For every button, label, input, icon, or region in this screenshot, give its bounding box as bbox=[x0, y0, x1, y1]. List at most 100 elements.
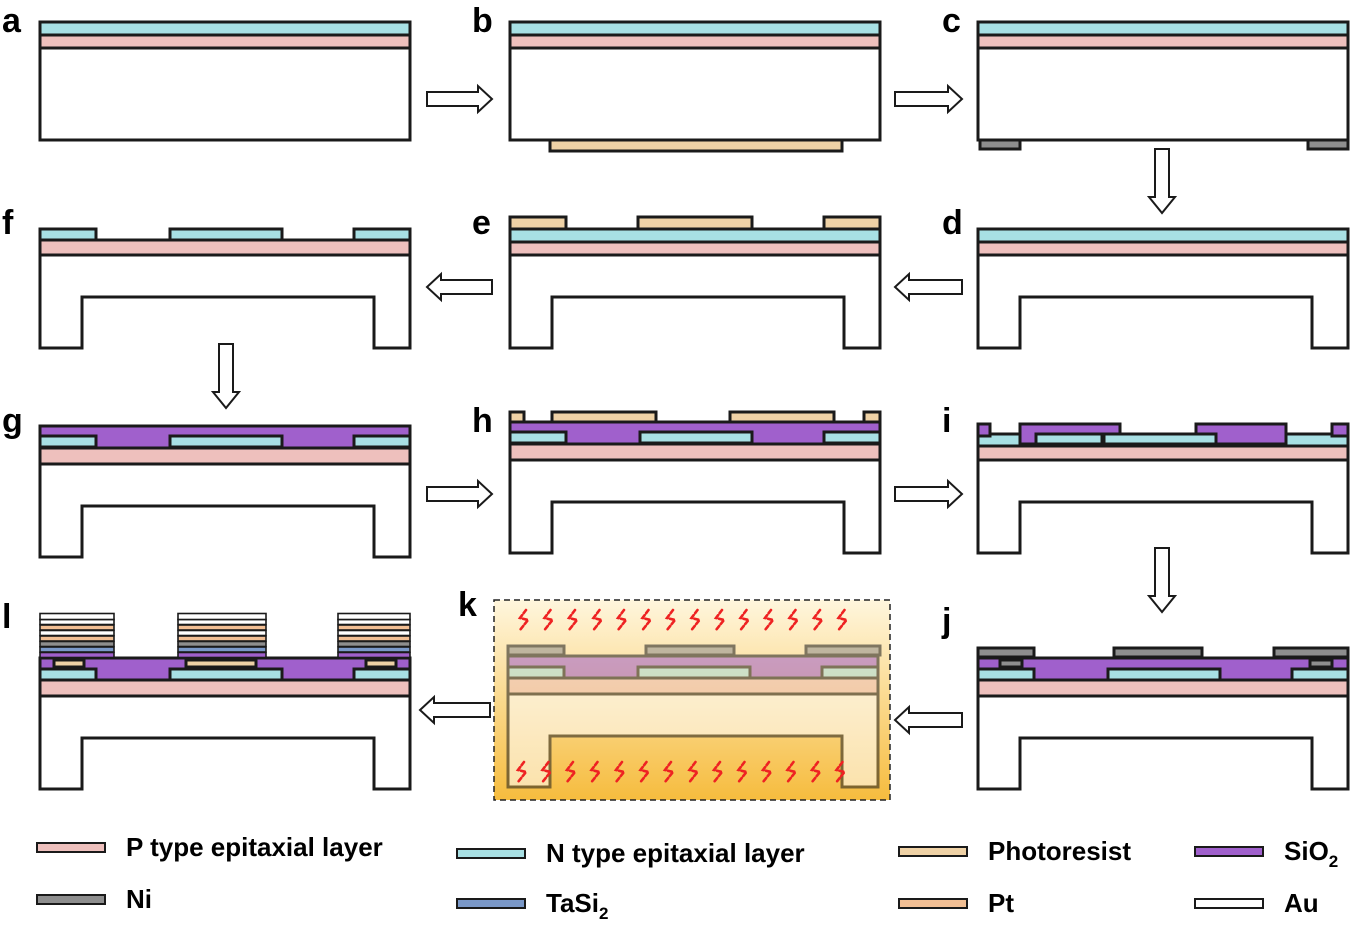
n-type-mesa bbox=[1106, 667, 1222, 682]
p-type-layer bbox=[976, 33, 1350, 50]
p-type-layer bbox=[506, 676, 880, 696]
arrow-d-to-e bbox=[893, 271, 963, 303]
p-type-layer bbox=[38, 238, 412, 257]
panel-d-cross-section bbox=[976, 227, 1350, 350]
heat-wave-bottom bbox=[785, 760, 798, 784]
pt-underlayer bbox=[52, 658, 86, 669]
panel-label-l: l bbox=[2, 598, 12, 636]
panel-f-cross-section bbox=[38, 227, 412, 350]
arrow-i-to-j bbox=[1146, 547, 1178, 614]
legend-swatch-ni bbox=[36, 894, 106, 905]
legend-n-type: N type epitaxial layer bbox=[456, 838, 805, 869]
legend-sio2: SiO2 bbox=[1194, 836, 1338, 871]
legend-label-ni: Ni bbox=[126, 884, 152, 914]
panel-b-cross-section bbox=[508, 20, 882, 153]
panel-label-f: f bbox=[2, 204, 14, 242]
photoresist-layer bbox=[548, 138, 844, 153]
p-type-layer bbox=[38, 678, 412, 698]
panel-label-d: d bbox=[942, 204, 963, 242]
photoresist-pad bbox=[822, 215, 882, 231]
legend-swatch-pt bbox=[898, 898, 968, 909]
legend-swatch-tasi2 bbox=[456, 898, 526, 909]
legend-ni: Ni bbox=[36, 884, 152, 915]
metal-stack-right-cap bbox=[337, 612, 411, 621]
arrow-e-to-f bbox=[425, 271, 493, 303]
panel-label-c: c bbox=[942, 2, 961, 40]
p-type-layer bbox=[976, 240, 1350, 257]
ni-contact bbox=[1272, 646, 1350, 659]
n-type-mesa bbox=[638, 430, 754, 445]
metal-stack-right-layer-4 bbox=[337, 629, 411, 637]
n-type-mesa bbox=[38, 227, 98, 242]
panel-label-h: h bbox=[472, 402, 493, 440]
panel-k-annealing bbox=[493, 599, 891, 801]
metal-stack-center-layer-0 bbox=[177, 651, 267, 659]
n-type-layer bbox=[38, 20, 412, 37]
heat-wave-top bbox=[836, 608, 849, 632]
etched-substrate bbox=[508, 253, 882, 350]
substrate bbox=[976, 46, 1350, 142]
legend-tasi2: TaSi2 bbox=[456, 888, 609, 923]
metal-stack-left-layer-4 bbox=[39, 629, 115, 637]
ni-contact bbox=[506, 644, 566, 657]
n-type-mesa bbox=[168, 434, 284, 449]
n-type-mesa bbox=[38, 434, 98, 449]
panel-a-cross-section bbox=[38, 20, 412, 142]
substrate bbox=[38, 46, 412, 142]
arrow-g-to-h bbox=[426, 478, 494, 510]
ni-contact-step bbox=[998, 658, 1024, 669]
n-type-mesa bbox=[822, 430, 882, 445]
legend-p-type: P type epitaxial layer bbox=[36, 832, 383, 863]
heat-wave-bottom bbox=[809, 760, 823, 784]
ni-contact-step bbox=[1308, 658, 1334, 669]
panel-h-cross-section bbox=[508, 410, 882, 555]
n-type-mesa bbox=[38, 667, 98, 682]
heat-wave-bottom bbox=[540, 760, 553, 784]
heat-wave-bottom bbox=[760, 760, 774, 784]
panel-e-cross-section bbox=[508, 215, 882, 350]
etched-substrate bbox=[508, 458, 882, 555]
n-type-mesa bbox=[508, 430, 568, 445]
legend-swatch-p-type bbox=[36, 842, 106, 853]
panel-l-cross-section bbox=[38, 612, 412, 791]
n-type-mesa bbox=[976, 667, 1036, 682]
n-type-window bbox=[1034, 432, 1104, 446]
ni-mask-right bbox=[1306, 138, 1350, 151]
photoresist-pad bbox=[508, 410, 526, 424]
n-type-layer bbox=[508, 227, 882, 244]
etched-substrate bbox=[38, 462, 412, 559]
panel-j-cross-section bbox=[976, 646, 1350, 791]
legend-label-pt: Pt bbox=[988, 888, 1014, 918]
metal-stack-center-layer-2 bbox=[177, 640, 267, 648]
etched-substrate bbox=[38, 253, 412, 350]
heat-wave-bottom bbox=[687, 760, 700, 784]
p-type-layer bbox=[38, 33, 412, 50]
panel-c-cross-section bbox=[976, 20, 1350, 151]
metal-stack-left-layer-0 bbox=[39, 651, 115, 659]
panel-label-i: i bbox=[942, 402, 952, 440]
legend-swatch-sio2 bbox=[1194, 846, 1264, 857]
metal-stack-center-cap bbox=[177, 612, 267, 621]
metal-stack-right-layer-3 bbox=[337, 635, 411, 642]
n-type-mesa bbox=[506, 665, 566, 680]
heat-wave-top bbox=[640, 608, 653, 632]
p-type-layer bbox=[976, 444, 1350, 462]
p-type-layer bbox=[38, 446, 412, 466]
n-type-layer bbox=[508, 20, 882, 37]
arrow-k-to-l bbox=[418, 694, 491, 726]
arrow-f-to-g bbox=[210, 343, 242, 410]
photoresist-pad bbox=[862, 410, 882, 424]
heat-wave-top bbox=[566, 608, 580, 632]
panel-label-e: e bbox=[472, 204, 491, 242]
legend-au: Au bbox=[1194, 888, 1319, 919]
n-type-layer bbox=[976, 20, 1350, 37]
heat-wave-top bbox=[811, 608, 825, 632]
substrate bbox=[508, 46, 882, 142]
legend-photoresist: Photoresist bbox=[898, 836, 1131, 867]
legend-label-tasi2: TaSi2 bbox=[546, 888, 609, 923]
metal-stack-left-layer-3 bbox=[39, 635, 115, 642]
heat-wave-bottom bbox=[736, 760, 749, 784]
heat-wave-bottom bbox=[564, 760, 578, 784]
panel-label-a: a bbox=[2, 2, 21, 40]
